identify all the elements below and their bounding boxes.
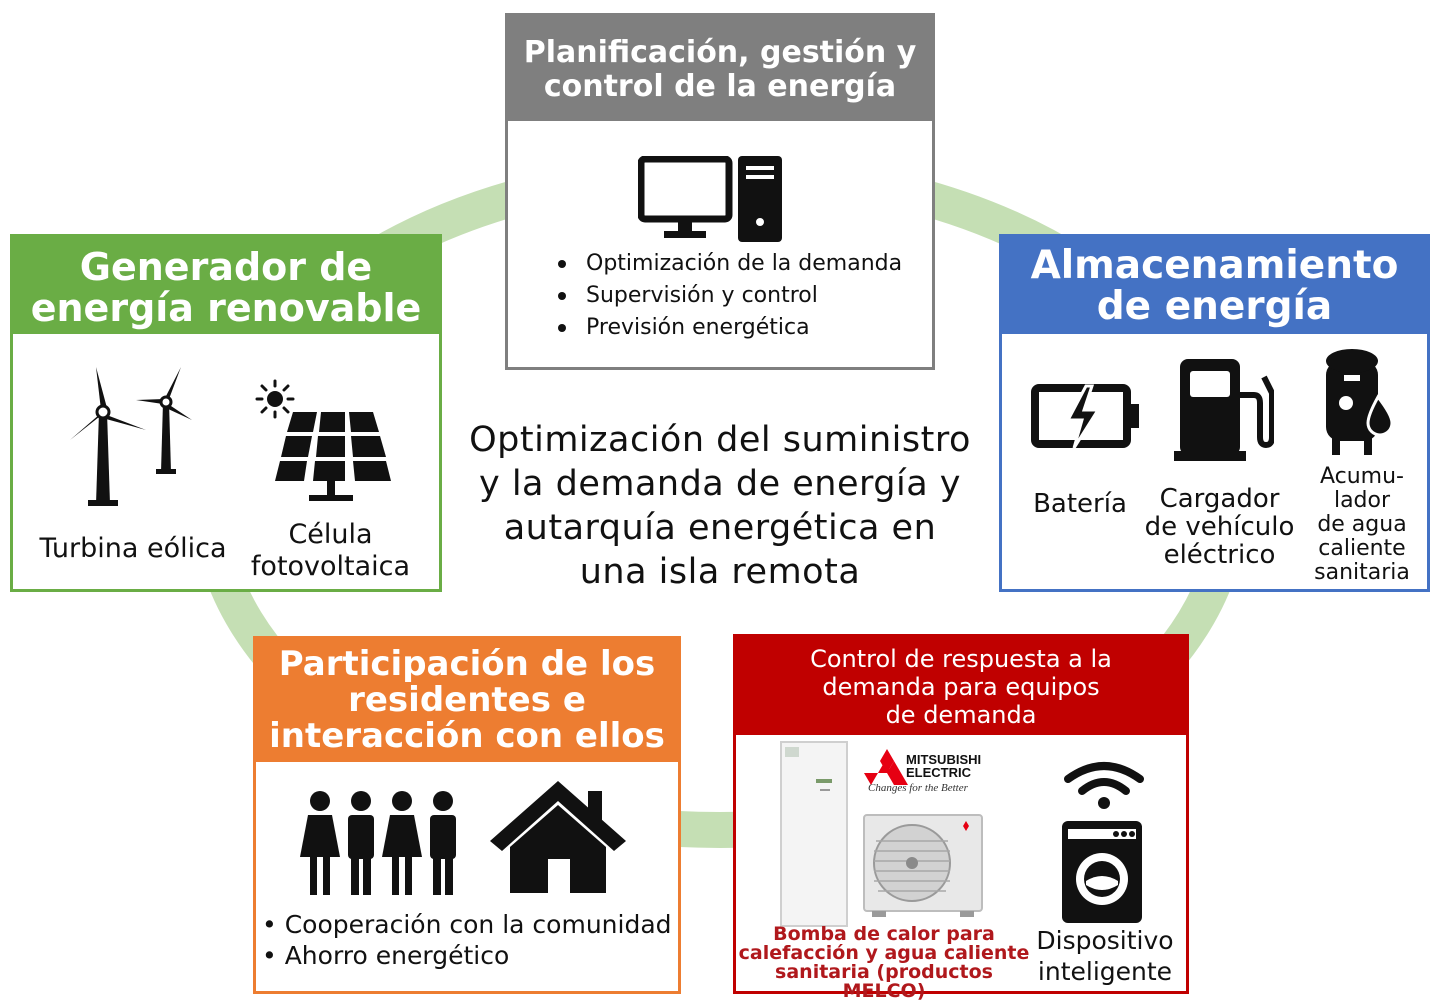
caption-line: calefacción y agua caliente <box>738 942 1030 964</box>
water-heater-icon <box>1326 349 1394 455</box>
label-line: Batería <box>1033 489 1127 519</box>
planning-bullets: Optimización de la demanda Supervisión y… <box>558 248 902 344</box>
brand-line: ELECTRIC <box>906 765 971 780</box>
center-line: Optimización del suministro <box>469 420 971 460</box>
outdoor-heat-pump-unit-icon <box>863 814 983 917</box>
bullet-dot <box>558 292 566 300</box>
bullet-text: Supervisión y control <box>586 283 818 308</box>
bullet-dot <box>558 324 566 332</box>
ev-charger-label: Cargador de vehículo eléctrico <box>1142 485 1297 569</box>
renewable-header: Generador de energía renovable <box>13 237 439 334</box>
people-icon <box>300 791 456 895</box>
bullet-item: Previsión energética <box>558 312 902 344</box>
center-statement: Optimización del suministro y la demanda… <box>440 418 1000 594</box>
storage-title-line: Almacenamiento <box>1030 243 1399 288</box>
heat-pump-caption: Bomba de calor para calefacción y agua c… <box>736 925 1032 1001</box>
demand-title-line: demanda para equipos <box>822 673 1100 701</box>
label-line: Turbina eólica <box>39 533 227 564</box>
renewable-title-line: energía renovable <box>30 286 422 330</box>
bullet-text: Ahorro energético <box>284 941 510 970</box>
water-heater-label: Acumu- lador de agua caliente sanitaria <box>1302 465 1422 585</box>
label-line: fotovoltaica <box>250 551 411 582</box>
battery-icon <box>1031 384 1139 449</box>
demand-title-line: de demanda <box>885 701 1037 729</box>
battery-label: Batería <box>1020 489 1140 519</box>
storage-title-line: de energía <box>1096 284 1333 329</box>
label-line: caliente <box>1318 536 1406 561</box>
mitsubishi-brand-name: MITSUBISHI ELECTRIC <box>906 753 981 779</box>
mitsubishi-logo-icon <box>864 749 908 785</box>
bullet-item: • Cooperación con la comunidad <box>262 910 672 939</box>
planning-header: Planificación, gestión y control de la e… <box>508 16 932 121</box>
label-line: inteligente <box>1037 957 1173 986</box>
residents-bullets: • Cooperación con la comunidad • Ahorro … <box>262 909 672 971</box>
residents-box: Participación de los residentes e intera… <box>253 636 681 994</box>
label-line: Cargador <box>1159 484 1280 514</box>
storage-box: Almacenamiento de energía Batería Cargad… <box>999 234 1430 592</box>
solar-cell-label: Célula fotovoltaica <box>238 519 423 583</box>
bullet-dot <box>558 260 566 268</box>
renewable-box: Generador de energía renovable <box>10 234 442 592</box>
residents-header: Participación de los residentes e intera… <box>256 639 678 762</box>
smart-washing-machine-icon <box>1062 821 1142 923</box>
label-line: Acumu- <box>1319 464 1404 489</box>
center-line: y la demanda de energía y <box>478 464 962 504</box>
caption-line: sanitaria (productos MELCO) <box>775 961 993 1002</box>
indoor-heat-pump-unit-icon <box>780 741 848 927</box>
demand-title-line: Control de respuesta a la <box>810 645 1112 673</box>
demand-header: Control de respuesta a la demanda para e… <box>736 637 1186 735</box>
planning-title-line: Planificación, gestión y <box>523 35 917 70</box>
demand-box: Control de respuesta a la demanda para e… <box>733 634 1189 1001</box>
bullet-text: Previsión energética <box>586 315 810 340</box>
label-line: Dispositivo <box>1036 926 1174 955</box>
wifi-icon <box>1064 762 1144 809</box>
planning-box: Planificación, gestión y control de la e… <box>505 13 935 370</box>
renewable-title-line: Generador de <box>79 245 373 289</box>
mitsubishi-tagline: Changes for the Better <box>868 782 968 794</box>
residents-title-line: Participación de los <box>278 644 656 684</box>
smart-device-label: Dispositivo inteligente <box>1032 925 1178 987</box>
label-line: Célula <box>288 519 373 550</box>
label-line: de agua <box>1317 512 1407 537</box>
residents-title-line: residentes e <box>348 680 586 720</box>
bullet-item: Supervisión y control <box>558 280 902 312</box>
label-line: eléctrico <box>1163 540 1276 570</box>
label-line: sanitaria <box>1314 560 1410 585</box>
label-line: de vehículo <box>1144 512 1295 542</box>
center-line: una isla remota <box>579 552 861 592</box>
wind-turbine-label: Turbina eólica <box>28 534 238 564</box>
caption-line: Bomba de calor para <box>773 923 995 945</box>
bullet-item: • Ahorro energético <box>262 941 510 970</box>
bullet-text: Optimización de la demanda <box>586 251 903 276</box>
center-line: autarquía energética en <box>503 508 937 548</box>
desktop-computer-icon <box>638 156 782 242</box>
solar-panel-icon <box>255 379 391 501</box>
bullet-item: Optimización de la demanda <box>558 248 902 280</box>
brand-line: MITSUBISHI <box>906 752 982 767</box>
label-line: lador <box>1333 488 1391 513</box>
bullet-text: Cooperación con la comunidad <box>284 910 672 939</box>
wind-turbine-icon <box>70 367 192 506</box>
ev-charger-icon <box>1174 359 1274 461</box>
planning-title-line: control de la energía <box>543 69 897 104</box>
house-icon <box>490 781 626 893</box>
storage-header: Almacenamiento de energía <box>1002 237 1427 334</box>
residents-title-line: interacción con ellos <box>269 716 665 756</box>
